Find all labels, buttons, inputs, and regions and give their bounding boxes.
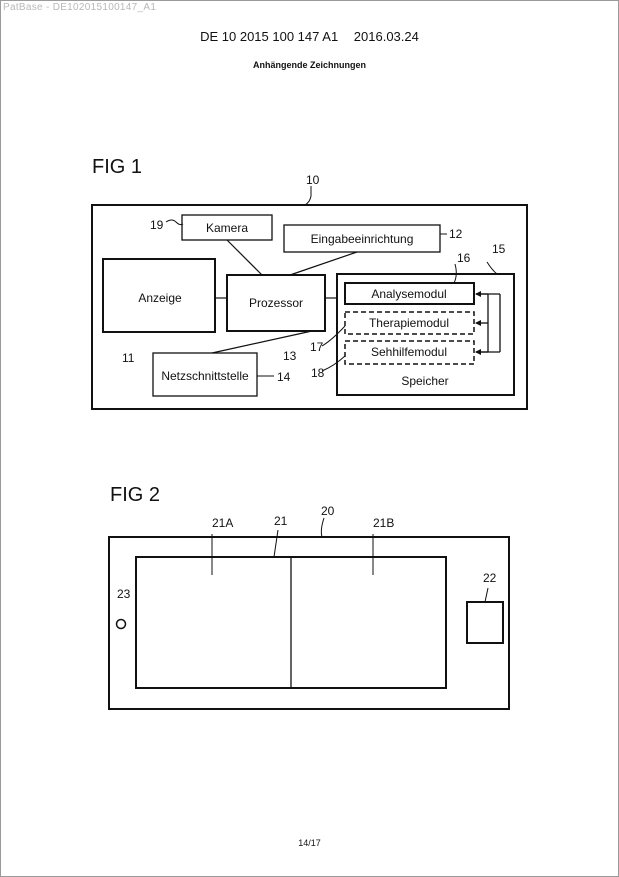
- page-number: 14/17: [298, 838, 321, 848]
- ref-13: 13: [283, 349, 297, 363]
- vision-aid-module-box: [344, 340, 475, 365]
- display-box: [102, 258, 216, 333]
- drawings-subtitle: Anhängende Zeichnungen: [252, 60, 366, 70]
- ref-12: 12: [449, 227, 463, 241]
- network-interface-label: Netzschnittstelle: [161, 369, 249, 383]
- watermark: PatBase - DE102015100147_A1: [3, 2, 157, 13]
- input-device-label: Eingabeeinrichtung: [311, 232, 414, 246]
- device-outer-box: [108, 536, 510, 710]
- analysis-module-label: Analysemodul: [371, 287, 446, 301]
- display-label: Anzeige: [138, 291, 182, 305]
- ref-23: 23: [117, 587, 131, 601]
- publication-number: DE 10 2015 100 147 A1: [200, 29, 339, 44]
- home-button-circle: [115, 618, 127, 630]
- ref-21: 21: [274, 514, 288, 528]
- therapy-module-label: Therapiemodul: [369, 316, 449, 330]
- module-links: [475, 291, 501, 355]
- processor-label: Prozessor: [249, 296, 303, 310]
- system-outer-box: [91, 204, 528, 410]
- ref-15: 15: [492, 242, 506, 256]
- ref-22: 22: [483, 571, 497, 585]
- fig1-diagram: [91, 186, 528, 410]
- ref-20: 20: [321, 504, 335, 518]
- processor-box: [226, 274, 326, 332]
- ref-10: 10: [306, 173, 320, 187]
- ref-14: 14: [277, 370, 291, 384]
- memory-label: Speicher: [401, 374, 448, 388]
- publication-date: 2016.03.24: [353, 29, 419, 44]
- fig2-title: FIG 2: [110, 484, 161, 506]
- front-camera-box: [466, 601, 504, 644]
- ref-21b: 21B: [373, 516, 394, 530]
- fig2-labels: 20 21 21A 21B 22 23: [117, 504, 497, 601]
- fig1-title: FIG 1: [92, 156, 143, 178]
- document-header: DE 10 2015 100 147 A1 2016.03.24: [0, 29, 619, 44]
- network-interface-box: [152, 352, 258, 397]
- ref-18: 18: [311, 366, 325, 380]
- ref-21a: 21A: [212, 516, 233, 530]
- fig2-diagram: [108, 517, 510, 710]
- analysis-module-box: [344, 282, 475, 305]
- therapy-module-box: [344, 311, 475, 335]
- ref-16: 16: [457, 251, 471, 265]
- input-device-box: [283, 224, 441, 253]
- ref-19: 19: [150, 218, 164, 232]
- fig1-labels: 10 19 Kamera Eingabeeinrichtung 12 16 15…: [122, 173, 506, 388]
- camera-label: Kamera: [206, 221, 248, 235]
- ref-17: 17: [310, 340, 324, 354]
- vision-aid-module-label: Sehhilfemodul: [371, 345, 447, 359]
- ref-11: 11: [122, 351, 135, 365]
